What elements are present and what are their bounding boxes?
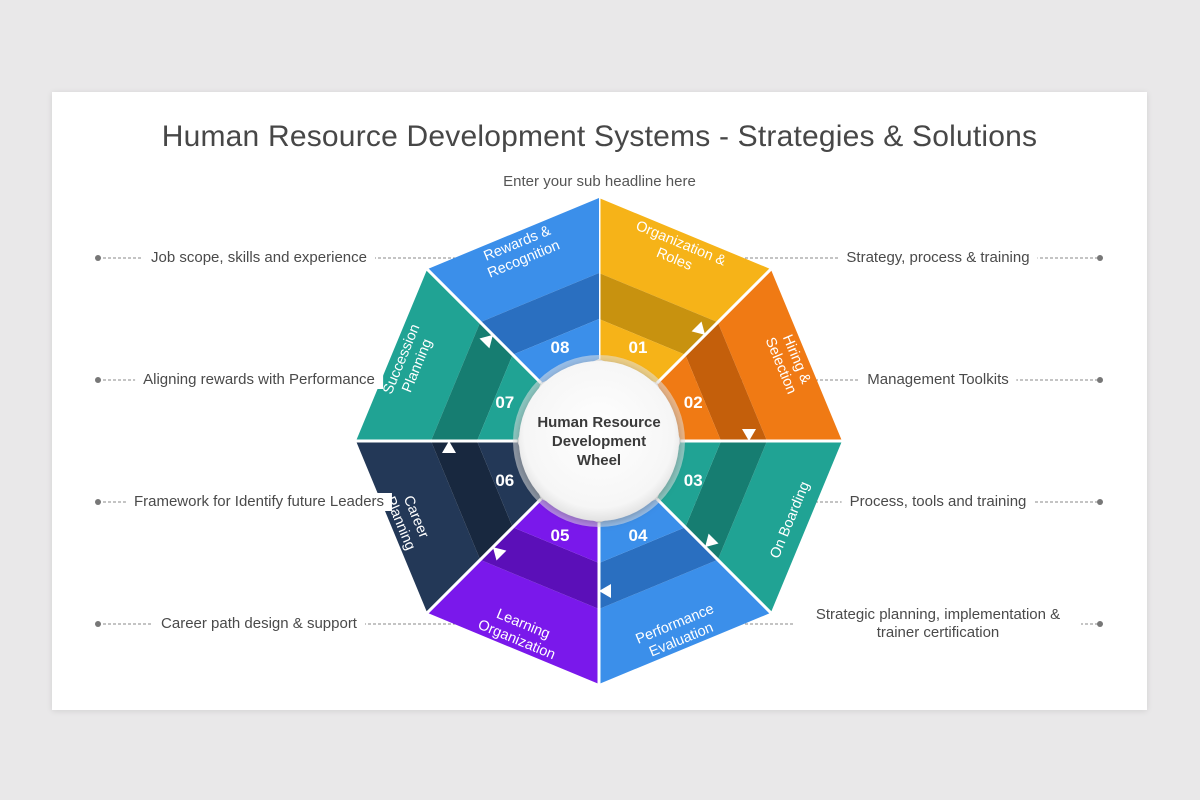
segment-number: 04 — [629, 526, 648, 545]
right-label-4: Strategic planning, implementation & tra… — [795, 606, 1081, 642]
right-label-1: Strategy, process & training — [838, 249, 1038, 267]
segment-number: 05 — [551, 526, 570, 545]
segment-outer-band — [599, 559, 771, 684]
flow-arrow — [492, 547, 507, 561]
segment-shadow-band — [599, 527, 718, 609]
flow-arrow — [691, 321, 706, 335]
page-subtitle: Enter your sub headline here — [503, 173, 696, 190]
right-connector-dot — [1097, 255, 1103, 261]
left-label-1: Job scope, skills and experience — [143, 249, 375, 267]
segment-outer-band — [717, 269, 842, 441]
segment-outer-band — [356, 441, 481, 613]
segment-separator — [655, 268, 772, 385]
segment-shadow-band — [431, 322, 513, 441]
segment-number: 06 — [495, 471, 514, 490]
left-connector-dot — [95, 377, 101, 383]
segment-shadow-band — [431, 441, 513, 560]
segment-number: 02 — [684, 393, 703, 412]
right-connector-dot — [1097, 499, 1103, 505]
flow-arrow — [479, 334, 493, 349]
right-connector-dot — [1097, 377, 1103, 383]
hub-circle — [519, 361, 679, 521]
segment-shadow-band — [685, 322, 767, 441]
segment-outer-band — [717, 441, 842, 613]
page-title: Human Resource Development Systems - Str… — [161, 120, 1038, 153]
left-label-4: Career path design & support — [153, 615, 365, 633]
left-connector-dot — [95, 499, 101, 505]
flow-arrow — [599, 584, 611, 598]
left-label-2: Aligning rewards with Performance — [135, 371, 383, 389]
left-connector-dot — [95, 255, 101, 261]
segment-shadow-band — [480, 273, 599, 355]
left-connector-dot — [95, 621, 101, 627]
right-label-2: Management Toolkits — [859, 371, 1017, 389]
segment-outer-band — [427, 198, 599, 323]
flow-arrow — [705, 533, 719, 548]
segment-separator — [426, 497, 543, 614]
segment-outer-band — [599, 198, 771, 323]
segment-separator — [655, 497, 772, 614]
segment-shadow-band — [480, 527, 599, 609]
flow-arrow — [442, 441, 456, 453]
segment-outer-band — [427, 559, 599, 684]
segment-outer-band — [356, 269, 481, 441]
right-label-3: Process, tools and training — [841, 493, 1035, 511]
right-connector-dot — [1097, 621, 1103, 627]
segment-number: 08 — [551, 338, 570, 357]
segment-number: 01 — [629, 338, 648, 357]
segment-number: 03 — [684, 471, 703, 490]
left-label-3: Framework for Identify future Leaders — [125, 493, 393, 511]
segment-shadow-band — [685, 441, 767, 560]
segment-shadow-band — [599, 273, 718, 355]
segment-number: 07 — [495, 393, 514, 412]
segment-separator — [426, 268, 543, 385]
flow-arrow — [742, 429, 756, 441]
